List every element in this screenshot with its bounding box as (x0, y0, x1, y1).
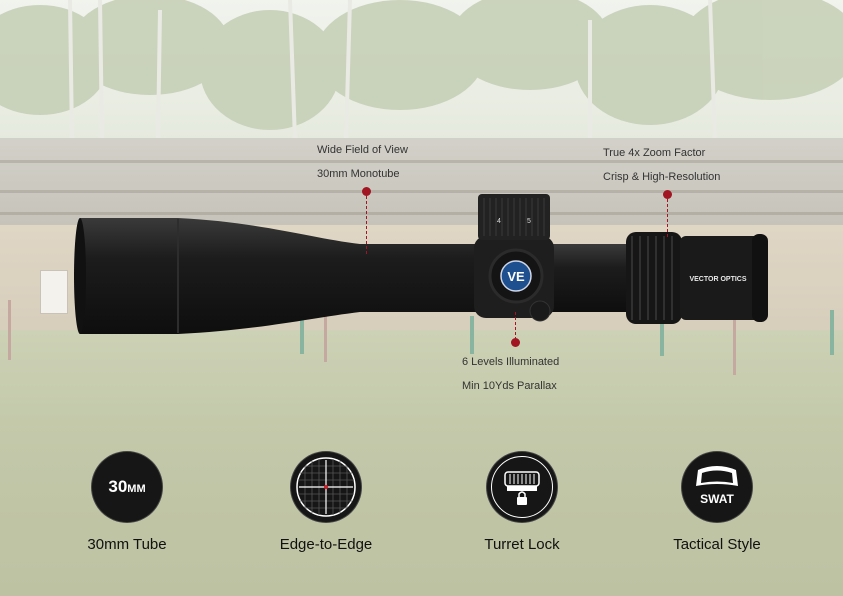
callout-dot (362, 187, 371, 196)
reticle-icon (291, 452, 361, 522)
feature-label: Edge-to-Edge (279, 536, 373, 553)
callout-line: 30mm Monotube (317, 168, 400, 180)
target-post (660, 316, 664, 356)
tree-line (0, 0, 843, 141)
target-post (830, 310, 834, 355)
target-post (300, 316, 304, 354)
brand-text: VECTOR OPTICS (689, 276, 746, 283)
callout-line: True 4x Zoom Factor (603, 147, 706, 159)
feature-tactical-style: SWAT Tactical Style (627, 452, 807, 553)
target-stand (324, 300, 327, 362)
svg-text:SWAT: SWAT (700, 492, 734, 506)
callout-line: Wide Field of View (317, 144, 408, 156)
callout-zoom: True 4x Zoom Factor Crisp & High-Resolut… (603, 141, 720, 189)
turret-mark: 4 (497, 218, 501, 225)
earth-berm (0, 138, 843, 230)
target-stand (8, 300, 11, 360)
feature-edge-to-edge: Edge-to-Edge (236, 452, 416, 553)
callout-illumination: 6 Levels Illuminated Min 10Yds Parallax (462, 350, 559, 398)
tactical-goggles-icon: SWAT (682, 452, 752, 522)
turret-lock-icon (487, 452, 557, 522)
callout-line: 6 Levels Illuminated (462, 356, 560, 368)
feature-label: Turret Lock (484, 536, 560, 553)
svg-text:VE: VE (507, 269, 525, 284)
callout-line: Crisp & High-Resolution (603, 171, 721, 183)
callout-wide-fov: Wide Field of View 30mm Monotube (317, 138, 408, 186)
target-post (470, 316, 474, 354)
callout-dot (511, 338, 520, 347)
turret-mark: 5 (527, 218, 531, 225)
callout-dot (663, 190, 672, 199)
callout-line: Min 10Yds Parallax (462, 380, 557, 392)
target-board (40, 270, 68, 314)
target-stand (733, 310, 736, 375)
feature-label: 30mm Tube (87, 536, 167, 553)
feature-label: Tactical Style (673, 536, 761, 553)
callout-leader (515, 312, 516, 340)
feature-30mm-tube: 30MM 30mm Tube (37, 452, 217, 553)
30mm-icon: 30MM (92, 452, 162, 522)
callout-leader (366, 196, 367, 254)
callout-leader (667, 199, 668, 237)
feature-turret-lock: Turret Lock (432, 452, 612, 553)
